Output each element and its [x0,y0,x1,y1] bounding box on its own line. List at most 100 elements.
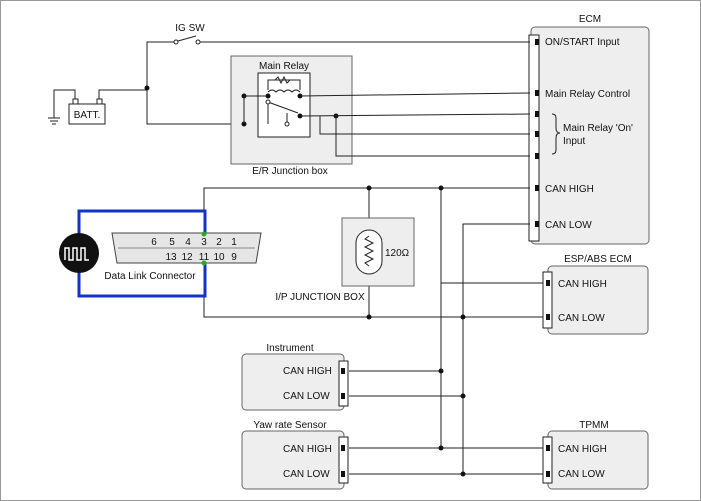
yaw-rate-sensor-pin-strip [338,436,349,484]
resistor-icon [363,235,375,267]
yaw-rate-sensor-title: Yaw rate Sensor [253,420,327,431]
ecm-label-relay-on-1: Main Relay 'On' [563,123,633,134]
instrument-pin-strip [338,360,349,407]
dlc-pin-11-marker [201,260,207,266]
battery-to-relay-wire [146,90,242,125]
ecm-pin-relay-on-1 [535,111,539,117]
yaw-rate-sensor-pin-can-high [341,445,345,451]
esp-ecm-module: ESP/ABS ECM CAN HIGH CAN LOW [542,254,649,335]
tpmm-module: TPMM CAN HIGH CAN LOW [542,420,649,490]
er-junction-box-label: E/R Junction box [252,166,328,177]
resistor-value: 120Ω [385,248,410,259]
relay-coil-resistor-icon [274,75,291,85]
dlc-pins-top: 6 5 4 3 2 1 [151,237,237,248]
instrument-can-low: CAN LOW [283,391,330,402]
ecm-pin-main-relay-control [535,90,539,96]
square-wave-icon [64,247,89,261]
battery-terminal-pos [96,98,103,105]
ecm-pin-strip [528,34,540,242]
instrument-pin-can-low [341,393,345,399]
can-node-1 [366,185,372,191]
ip-junction-box: 120Ω I/P JUNCTION BOX [275,217,415,303]
can-node-5 [438,368,444,374]
relay-out-wire-3 [335,116,530,157]
dlc-label: Data Link Connector [104,271,196,282]
ecm-title: ECM [579,14,601,25]
can-node-6 [460,393,466,399]
ecm-module: ECM ON/START Input Main Relay Control Ma… [528,14,650,245]
ground-wire [53,89,76,118]
tpmm-pin-strip [542,436,553,484]
dlc-pin-10: 10 [213,252,225,263]
dlc-pin-6: 6 [151,237,157,248]
instrument-module: Instrument CAN HIGH CAN LOW [241,343,349,411]
er-junction-box: E/R Junction box Main Relay [230,55,531,177]
yaw-rate-sensor-pin-can-low [341,471,345,477]
dlc-pin-12: 12 [181,252,193,263]
can-node-8 [460,471,466,477]
relay-coil-frame [267,79,301,90]
ecm-label-can-low: CAN LOW [545,220,592,231]
tpmm-pin-can-low [546,471,550,477]
battery-junction-dot [144,85,150,91]
terminating-resistor-body [355,229,383,275]
tpmm-can-high: CAN HIGH [558,444,607,455]
battery-box [68,103,106,125]
ecm-pin-can-high [535,185,539,191]
yaw-rate-sensor-box [241,430,345,490]
ecm-pin-relay-on-3 [535,153,539,159]
ecm-pin-can-low [535,221,539,227]
ecm-pin-on-start [535,39,539,45]
battery-terminal-neg [72,98,79,105]
main-relay-label: Main Relay [259,61,309,72]
dlc-pin-13: 13 [165,252,177,263]
tpmm-box [547,430,649,490]
scan-tool-probe [59,233,99,273]
can-low-ecm-branch [462,223,530,317]
tpmm-can-low: CAN LOW [558,469,605,480]
dlc-pin-11: 11 [199,252,210,263]
instrument-title: Instrument [266,343,313,354]
dlc-pins-bottom: 13 12 11 10 9 [165,252,237,263]
data-link-connector: 6 5 4 3 2 1 13 12 11 10 9 Data Link Conn… [59,209,262,298]
dlc-pin-3-marker [201,231,207,237]
ecm-label-on-start: ON/START Input [545,37,620,48]
dlc-pin-1: 1 [231,237,237,248]
instrument-pin-can-high [341,368,345,374]
can-node-2 [438,185,444,191]
battery-circuit: BATT. IG SW [48,23,530,125]
tpmm-pin-can-high [546,445,550,451]
ecm-label-main-relay-control: Main Relay Control [545,89,630,100]
ground-icon [48,117,60,125]
esp-ecm-can-high: CAN HIGH [558,279,607,290]
yaw-rate-sensor-module: Yaw rate Sensor CAN HIGH CAN LOW [241,420,349,490]
can-node-4 [460,314,466,320]
yaw-rate-sensor-can-low: CAN LOW [283,469,330,480]
ecm-pin-relay-on-2 [535,131,539,137]
can-node-7 [438,445,444,451]
esp-ecm-pin-can-low [546,314,550,320]
ig-feed-wire [146,41,174,90]
relay-out-wire-2 [319,116,530,135]
main-relay-box [257,72,311,138]
dlc-pin-9: 9 [231,252,237,263]
can-node-3 [366,314,372,320]
main-relay-control-wire [299,92,531,97]
ecm-label-can-high: CAN HIGH [545,184,594,195]
ig-sw-label: IG SW [175,23,205,34]
esp-ecm-pin-strip [542,271,553,329]
switch-icon [173,35,201,45]
relay-contact-pivot [265,99,271,105]
ecm-box [530,26,650,245]
battery-positive-wire [98,89,147,99]
esp-ecm-can-low: CAN LOW [558,313,605,324]
tpmm-title: TPMM [579,420,608,431]
relay-contact-out [284,121,290,127]
dlc-pin-3: 3 [201,237,207,248]
dlc-pin-4: 4 [185,237,191,248]
relay-coil-icon [267,89,301,93]
relay-contact-icon [267,101,299,114]
dlc-pin-5: 5 [169,237,175,248]
